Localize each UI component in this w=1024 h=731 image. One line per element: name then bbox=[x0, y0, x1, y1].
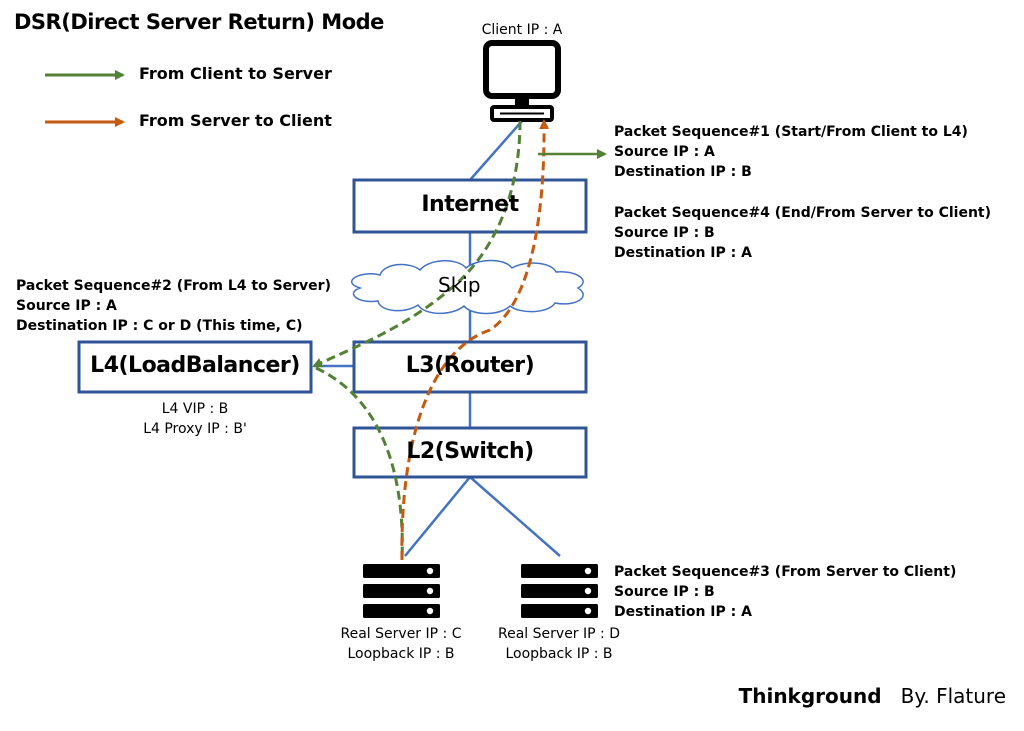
seq3-title: Packet Sequence#3 (From Server to Client… bbox=[614, 564, 957, 580]
packet-seq1: Packet Sequence#1 (Start/From Client to … bbox=[614, 122, 968, 182]
flow-server-to-client bbox=[400, 119, 550, 561]
loadbalancer-label: L4(LoadBalancer) bbox=[90, 353, 300, 378]
router-label: L3(Router) bbox=[405, 353, 535, 378]
switch-label: L2(Switch) bbox=[406, 439, 534, 464]
flow-client-to-l4 bbox=[312, 120, 522, 368]
server-d-loopback: Loopback IP : B bbox=[505, 646, 613, 662]
server-d-ip: Real Server IP : D bbox=[498, 626, 620, 642]
packet-seq4: Packet Sequence#4 (End/From Server to Cl… bbox=[614, 203, 991, 263]
server-rack-icon-c bbox=[363, 564, 440, 618]
seq2-destination: Destination IP : C or D (This time, C) bbox=[16, 318, 303, 334]
diagram-title: DSR(Direct Server Return) Mode bbox=[14, 10, 384, 34]
footer-credit: Thinkground By. Flature bbox=[739, 684, 1006, 708]
brand-name: Thinkground bbox=[738, 684, 882, 708]
loadbalancer-box bbox=[77, 340, 313, 394]
client-ip-label: Client IP : A bbox=[481, 22, 563, 38]
seq1-destination: Destination IP : B bbox=[614, 164, 752, 180]
seq4-source: Source IP : B bbox=[614, 225, 715, 241]
seq1-source: Source IP : A bbox=[614, 144, 715, 160]
server-rack-icon-d bbox=[521, 564, 598, 618]
internet-label: Internet bbox=[421, 192, 519, 217]
legend-client-to-server: From Client to Server bbox=[139, 64, 332, 83]
server-c-loopback: Loopback IP : B bbox=[347, 646, 455, 662]
legend-server-to-client: From Server to Client bbox=[139, 111, 332, 130]
seq3-destination: Destination IP : A bbox=[614, 604, 752, 620]
seq3-source: Source IP : B bbox=[614, 584, 715, 600]
internet-box bbox=[352, 178, 588, 234]
monitor-icon bbox=[483, 40, 561, 122]
seq2-title: Packet Sequence#2 (From L4 to Server) bbox=[16, 278, 331, 294]
author-name: By. Flature bbox=[900, 684, 1006, 708]
packet-seq2: Packet Sequence#2 (From L4 to Server) So… bbox=[16, 276, 331, 336]
lb-proxy-ip: L4 Proxy IP : B' bbox=[143, 421, 247, 437]
seq1-title: Packet Sequence#1 (Start/From Client to … bbox=[614, 124, 968, 140]
seq2-source: Source IP : A bbox=[16, 298, 117, 314]
seq4-destination: Destination IP : A bbox=[614, 245, 752, 261]
skip-label: Skip bbox=[438, 273, 481, 297]
seq4-title: Packet Sequence#4 (End/From Server to Cl… bbox=[614, 205, 992, 221]
lb-vip: L4 VIP : B bbox=[161, 401, 229, 417]
packet-seq3: Packet Sequence#3 (From Server to Client… bbox=[614, 562, 956, 622]
router-box bbox=[352, 340, 588, 394]
server-c-ip: Real Server IP : C bbox=[340, 626, 462, 642]
